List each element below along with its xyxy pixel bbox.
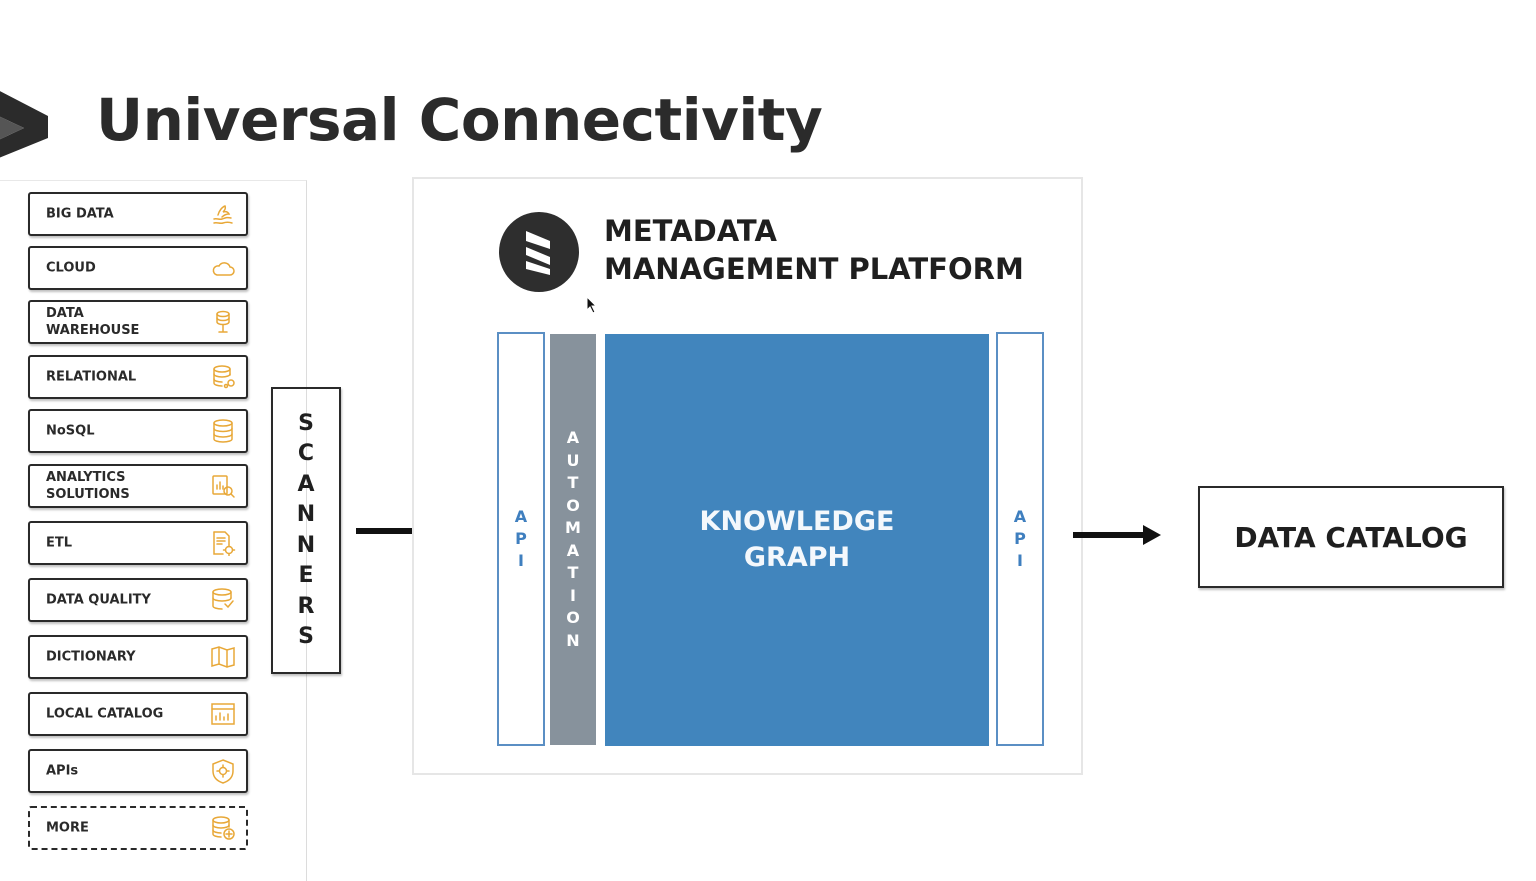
database-plus-icon (212, 816, 235, 840)
letter: S (298, 410, 314, 436)
source-data-quality: DATA QUALITY (28, 578, 248, 622)
letter: U (566, 450, 580, 470)
warehouse-icon (216, 310, 230, 333)
letter: O (566, 495, 580, 515)
letter: T (567, 473, 579, 492)
letter: P (515, 529, 527, 548)
source-local-catalog: LOCAL CATALOG (28, 692, 248, 736)
letter: N (566, 630, 580, 650)
source-label: DICTIONARY (46, 649, 136, 665)
local-catalog-icon (211, 703, 235, 725)
letter: P (1014, 529, 1026, 548)
sources-panel (0, 180, 307, 881)
hand-wave-icon (213, 205, 233, 225)
database-icon (213, 419, 233, 443)
letter: I (1017, 551, 1023, 570)
letter: A (566, 428, 580, 447)
source-nosql: NoSQL (28, 409, 248, 453)
data-catalog-label: DATA CATALOG (1234, 520, 1468, 554)
source-apis: APIs (28, 749, 248, 793)
source-label: NoSQL (46, 423, 95, 439)
source-etl: ETL (28, 521, 248, 565)
letter: A (566, 540, 580, 560)
source-dictionary: DICTIONARY (28, 635, 248, 679)
source-label: RELATIONAL (46, 369, 137, 385)
source-label: DATA WAREHOUSE (46, 306, 140, 338)
source-cloud: CLOUD (28, 246, 248, 290)
arrow-right-icon (1073, 525, 1161, 545)
cloud-icon (212, 262, 235, 276)
source-more: MORE (28, 806, 248, 850)
source-label: DATA QUALITY (46, 592, 151, 608)
source-label: BIG DATA (46, 206, 114, 222)
letter: A (514, 507, 528, 526)
letter: I (570, 585, 576, 605)
letter: T (567, 563, 579, 582)
knowledge-graph-block: KNOWLEDGE GRAPH (605, 334, 989, 746)
letter: N (296, 502, 316, 527)
relational-db-icon (213, 365, 235, 389)
letter: A (1013, 507, 1027, 526)
source-data-warehouse: DATA WAREHOUSE (28, 300, 248, 344)
shield-gear-icon (212, 759, 234, 784)
brand-logo-icon (0, 91, 48, 158)
letter: N (296, 532, 316, 558)
source-label: MORE (46, 820, 89, 836)
knowledge-graph-label: KNOWLEDGE GRAPH (699, 506, 895, 573)
letter: A (297, 471, 315, 497)
letter: M (565, 518, 581, 537)
data-quality-icon (212, 588, 234, 610)
platform-title: METADATA MANAGEMENT PLATFORM (604, 214, 1024, 286)
source-big-data: BIG DATA (28, 192, 248, 236)
letter: E (298, 563, 314, 588)
book-icon (211, 646, 235, 668)
letter: S (298, 624, 314, 649)
letter: O (566, 608, 580, 627)
letter: C (297, 441, 315, 466)
data-catalog-box: DATA CATALOG (1198, 486, 1504, 588)
source-label: ETL (46, 535, 73, 551)
source-label: ANALYTICS SOLUTIONS (46, 470, 130, 502)
letter: I (518, 551, 524, 570)
source-label: LOCAL CATALOG (46, 706, 164, 722)
platform-logo-icon (499, 212, 579, 292)
source-label: CLOUD (46, 260, 96, 276)
page-title: Universal Connectivity (96, 86, 823, 154)
etl-document-gear-icon (213, 531, 236, 556)
mouse-cursor-icon (586, 296, 598, 314)
source-label: APIs (46, 763, 79, 779)
source-relational: RELATIONAL (28, 355, 248, 399)
letter: R (297, 593, 315, 619)
source-analytics-solutions: ANALYTICS SOLUTIONS (28, 464, 248, 508)
analytics-search-icon (212, 475, 235, 498)
